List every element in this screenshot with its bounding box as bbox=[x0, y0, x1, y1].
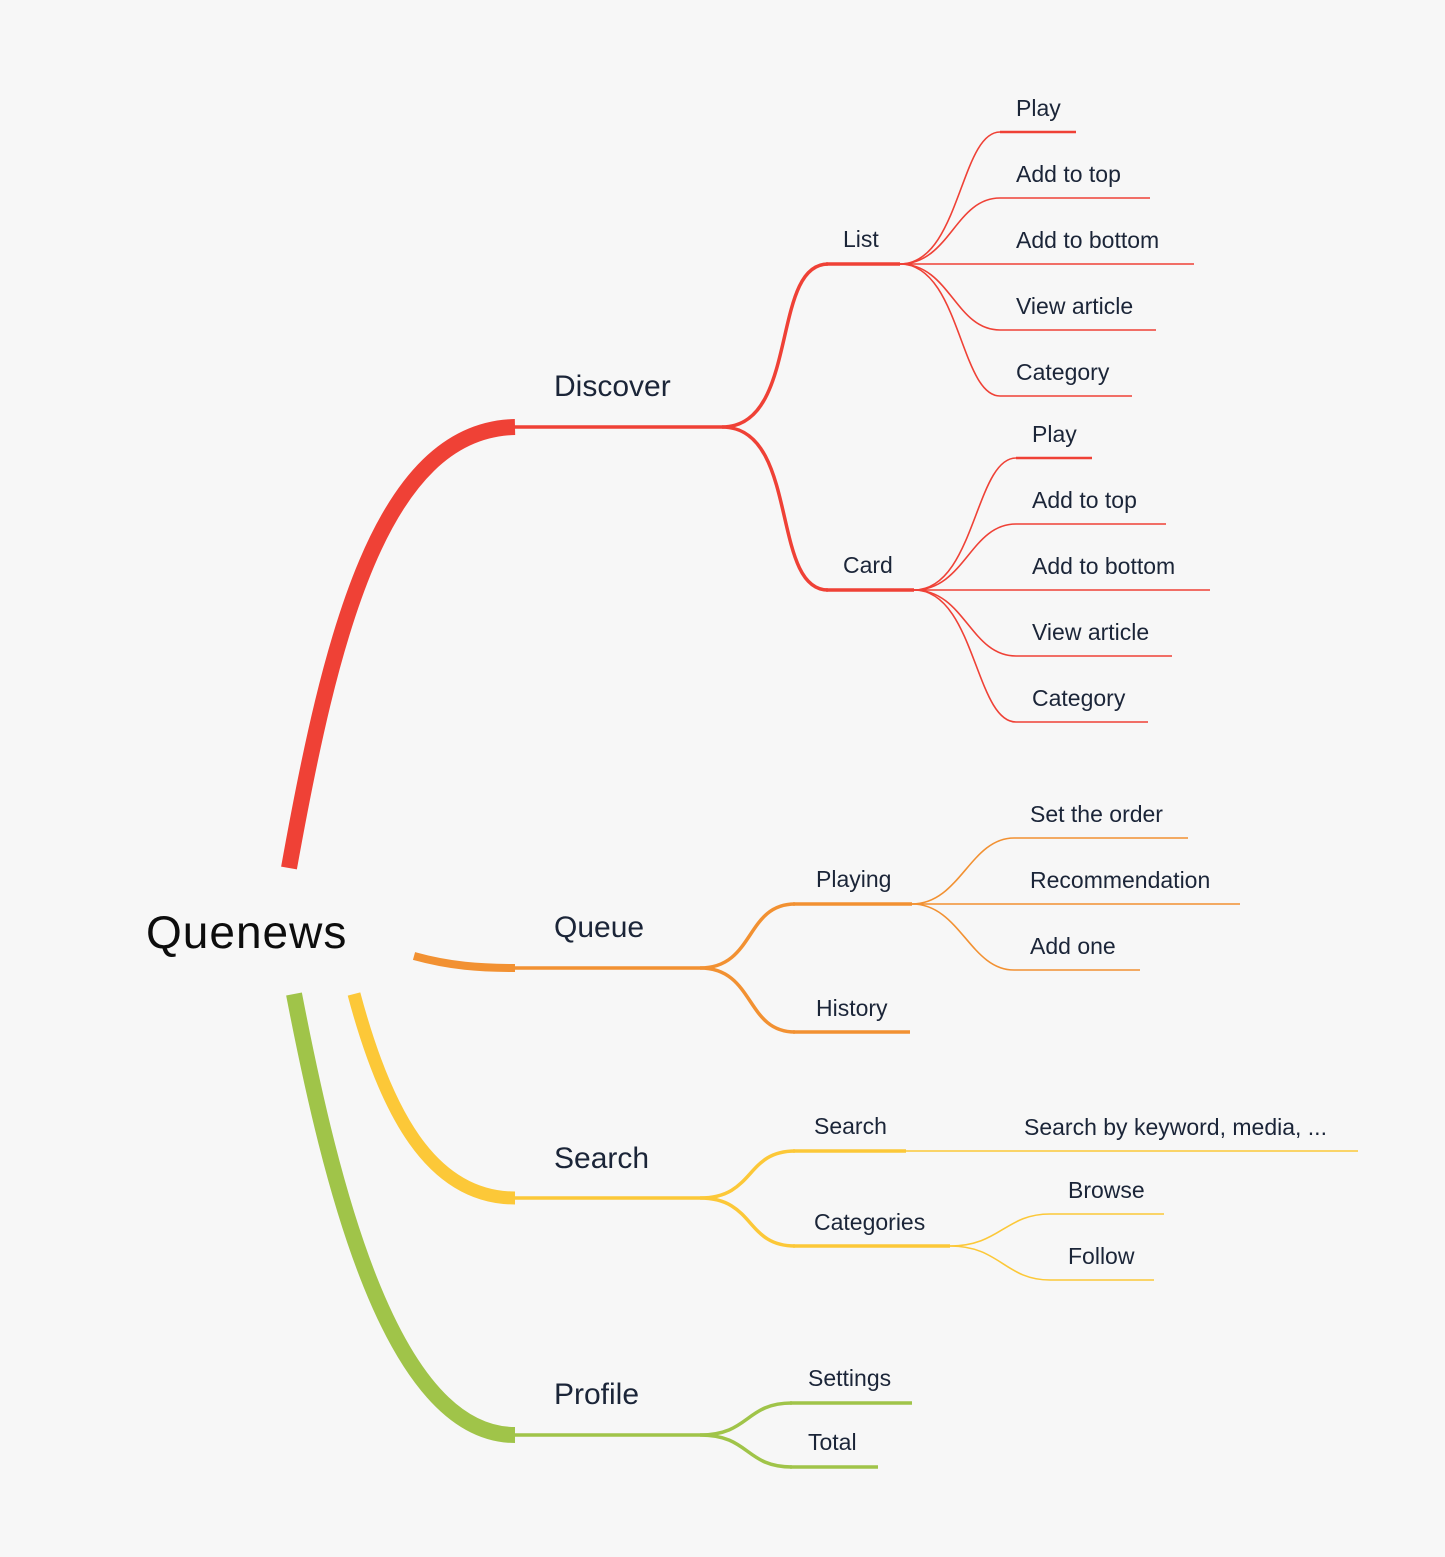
leaf-search-by-keyword[interactable]: Search by keyword, media, ... bbox=[1024, 1114, 1327, 1140]
card-items: Play Add to top Add to bottom View artic… bbox=[913, 421, 1210, 723]
node-profile[interactable]: Profile bbox=[554, 1378, 639, 1411]
leaf-card-add-bottom[interactable]: Add to bottom bbox=[1032, 553, 1175, 579]
node-categories[interactable]: Categories bbox=[814, 1209, 925, 1235]
connector-profile-total bbox=[699, 1433, 793, 1469]
node-total[interactable]: Total bbox=[808, 1429, 857, 1455]
connector-root-profile bbox=[286, 992, 516, 1443]
playing-items: Set the order Recommendation Add one bbox=[911, 801, 1240, 971]
connector-list-play bbox=[899, 131, 1001, 265]
branch-search: Search Search Search by keyword, media, … bbox=[347, 992, 1358, 1281]
leaf-list-add-bottom[interactable]: Add to bottom bbox=[1016, 227, 1159, 253]
connector-root-queue bbox=[412, 952, 516, 972]
list-items: Play Add to top Add to bottom View artic… bbox=[899, 95, 1194, 397]
connector-list-add-top bbox=[899, 197, 1001, 265]
categories-items: Browse Follow bbox=[949, 1177, 1164, 1281]
leaf-list-add-top[interactable]: Add to top bbox=[1016, 161, 1121, 187]
node-settings[interactable]: Settings bbox=[808, 1365, 891, 1391]
connector-search-categories bbox=[699, 1196, 796, 1248]
connector-list-view bbox=[899, 263, 1001, 331]
leaf-follow[interactable]: Follow bbox=[1068, 1243, 1135, 1269]
connector-card-add-top bbox=[913, 523, 1017, 591]
connector-list-category bbox=[899, 263, 1001, 397]
node-playing[interactable]: Playing bbox=[816, 866, 891, 892]
node-queue[interactable]: Queue bbox=[554, 911, 644, 944]
connector-categories-browse bbox=[949, 1213, 1051, 1247]
connector-queue-history bbox=[699, 966, 796, 1034]
leaf-list-category[interactable]: Category bbox=[1016, 359, 1110, 385]
leaf-card-category[interactable]: Category bbox=[1032, 685, 1126, 711]
node-list[interactable]: List bbox=[843, 226, 879, 252]
leaf-card-play[interactable]: Play bbox=[1032, 421, 1077, 447]
connector-discover-list bbox=[721, 262, 829, 429]
leaf-card-view-article[interactable]: View article bbox=[1032, 619, 1149, 645]
branch-discover: Discover List Play Add to top Add to bot… bbox=[281, 95, 1210, 870]
connector-card-category bbox=[913, 589, 1017, 723]
node-search-child[interactable]: Search bbox=[814, 1113, 887, 1139]
connector-card-view bbox=[913, 589, 1017, 657]
connector-profile-settings bbox=[699, 1401, 793, 1437]
connector-root-discover bbox=[281, 419, 516, 870]
leaf-add-one[interactable]: Add one bbox=[1030, 933, 1116, 959]
branch-queue: Queue Playing Set the order Recommendati… bbox=[412, 801, 1240, 1034]
leaf-browse[interactable]: Browse bbox=[1068, 1177, 1145, 1203]
connector-search-search bbox=[699, 1149, 796, 1200]
connector-playing-order bbox=[911, 837, 1015, 905]
node-discover[interactable]: Discover bbox=[554, 370, 671, 403]
leaf-list-view-article[interactable]: View article bbox=[1016, 293, 1133, 319]
node-card[interactable]: Card bbox=[843, 552, 893, 578]
connector-categories-follow bbox=[949, 1245, 1051, 1281]
leaf-recommendation[interactable]: Recommendation bbox=[1030, 867, 1210, 893]
connector-card-play bbox=[913, 457, 1017, 591]
branch-profile: Profile Settings Total bbox=[286, 992, 912, 1469]
leaf-list-play[interactable]: Play bbox=[1016, 95, 1061, 121]
leaf-set-the-order[interactable]: Set the order bbox=[1030, 801, 1163, 827]
connector-discover-card bbox=[721, 425, 829, 592]
root-node-label[interactable]: Quenews bbox=[146, 906, 347, 958]
connector-queue-playing bbox=[699, 902, 796, 970]
node-history[interactable]: History bbox=[816, 995, 888, 1021]
connector-root-search bbox=[347, 992, 516, 1205]
connector-playing-add-one bbox=[911, 903, 1015, 971]
node-search[interactable]: Search bbox=[554, 1142, 649, 1175]
leaf-card-add-top[interactable]: Add to top bbox=[1032, 487, 1137, 513]
